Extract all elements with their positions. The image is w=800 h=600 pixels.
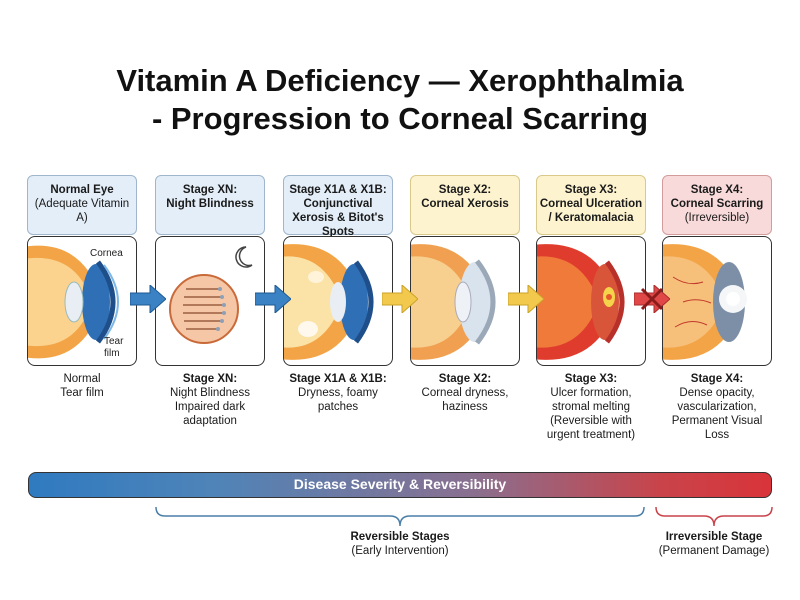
stage-header-x1: Stage X1A & X1B: Conjunctival Xerosis & … — [283, 175, 393, 238]
caption-title: Stage X2: — [438, 373, 492, 385]
arrow-right-icon — [382, 285, 418, 313]
conjunctival-xerosis-illustration — [283, 236, 393, 366]
caption-title: Stage XN: — [182, 373, 238, 385]
stage-caption-x4: Stage X4: Dense opacity, vascularization… — [657, 372, 777, 442]
caption-line: adaptation — [183, 415, 237, 427]
stage-header-title: Stage X4: — [690, 184, 744, 196]
irreversible-label: Irreversible Stage (Permanent Damage) — [644, 530, 784, 558]
reversible-label: Reversible Stages (Early Intervention) — [300, 530, 500, 558]
reversible-bracket — [155, 506, 645, 527]
blocked-arrow-icon — [634, 285, 670, 313]
corneal-scarring-illustration — [662, 236, 772, 366]
stage-header-sub: Conjunctival Xerosis & Bitot's Spots — [292, 198, 384, 238]
caption-title: Stage X3: — [564, 373, 618, 385]
caption-line: Loss — [704, 429, 730, 441]
cornea-label: Cornea — [90, 248, 123, 259]
corneal-ulceration-illustration — [536, 236, 646, 366]
stage-header-x3: Stage X3: Corneal Ulceration / Keratomal… — [536, 175, 646, 235]
caption-line: Permanent Visual — [671, 415, 763, 427]
stage-header-sub: Corneal Scarring — [670, 198, 764, 210]
caption-line: vascularization, — [677, 401, 757, 413]
title-line-2: - Progression to Corneal Scarring — [151, 101, 649, 136]
caption-line: patches — [317, 401, 359, 413]
arrow-right-icon — [130, 285, 166, 313]
tear-film-label: Tear film — [104, 336, 123, 360]
stage-header-title: Normal Eye — [50, 184, 114, 196]
caption-line: Corneal dryness, — [421, 387, 509, 399]
caption-line: Normal — [63, 373, 101, 385]
caption-title: Stage X1A & X1B: — [289, 373, 387, 385]
caption-line: stromal melting — [552, 401, 630, 413]
irreversible-sub: (Permanent Damage) — [658, 545, 770, 557]
severity-gradient-bar: Disease Severity & Reversibility — [28, 472, 772, 498]
stage-header-title: Stage X1A & X1B: — [289, 184, 387, 196]
stage-caption-x1: Stage X1A & X1B: Dryness, foamy patches — [278, 372, 398, 414]
retina-rod-illustration — [155, 236, 265, 366]
stage-header-sub: (Adequate Vitamin A) — [34, 198, 130, 224]
arrow-right-icon — [255, 285, 291, 313]
arrow-right-icon — [508, 285, 544, 313]
irreversible-title: Irreversible Stage — [665, 531, 763, 543]
stage-header-sub: Corneal Ulceration / Keratomalacia — [539, 198, 643, 224]
tear-label-line-2: film — [104, 348, 120, 359]
caption-line: haziness — [442, 401, 488, 413]
stage-header-sub: Night Blindness — [166, 198, 254, 210]
corneal-xerosis-illustration — [410, 236, 520, 366]
stage-caption-xn: Stage XN: Night Blindness Impaired dark … — [150, 372, 270, 428]
stage-caption-x2: Stage X2: Corneal dryness, haziness — [405, 372, 525, 414]
caption-line: Dryness, foamy — [298, 387, 378, 399]
caption-line: (Reversible with — [550, 415, 632, 427]
reversible-sub: (Early Intervention) — [351, 545, 449, 557]
stage-header-title: Stage X3: — [564, 184, 618, 196]
stage-caption-normal: Normal Tear film — [22, 372, 142, 400]
stage-header-sub-2: (Irreversible) — [684, 212, 750, 224]
stage-header-title: Stage XN: — [182, 184, 238, 196]
caption-line: Dense opacity, — [679, 387, 755, 399]
stage-caption-x3: Stage X3: Ulcer formation, stromal melti… — [531, 372, 651, 442]
stage-header-x2: Stage X2: Corneal Xerosis — [410, 175, 520, 235]
caption-title: Stage X4: — [690, 373, 744, 385]
stage-header-title: Stage X2: — [438, 184, 492, 196]
caption-line: urgent treatment) — [546, 429, 636, 441]
page-title: Vitamin A Deficiency — Xerophthalmia - P… — [0, 62, 800, 138]
stage-header-normal: Normal Eye (Adequate Vitamin A) — [27, 175, 137, 235]
stage-header-x4: Stage X4: Corneal Scarring (Irreversible… — [662, 175, 772, 235]
irreversible-bracket — [655, 506, 773, 527]
normal-eye-illustration — [27, 236, 137, 366]
tear-label-line-1: Tear — [104, 336, 124, 347]
reversible-title: Reversible Stages — [350, 531, 450, 543]
stage-header-sub: Corneal Xerosis — [421, 198, 509, 210]
caption-line: Tear film — [60, 387, 104, 399]
caption-line: Impaired dark — [174, 401, 246, 413]
caption-line: Ulcer formation, — [550, 387, 632, 399]
stage-header-xn: Stage XN: Night Blindness — [155, 175, 265, 235]
caption-line: Night Blindness — [170, 387, 250, 399]
title-line-1: Vitamin A Deficiency — Xerophthalmia — [116, 63, 684, 98]
